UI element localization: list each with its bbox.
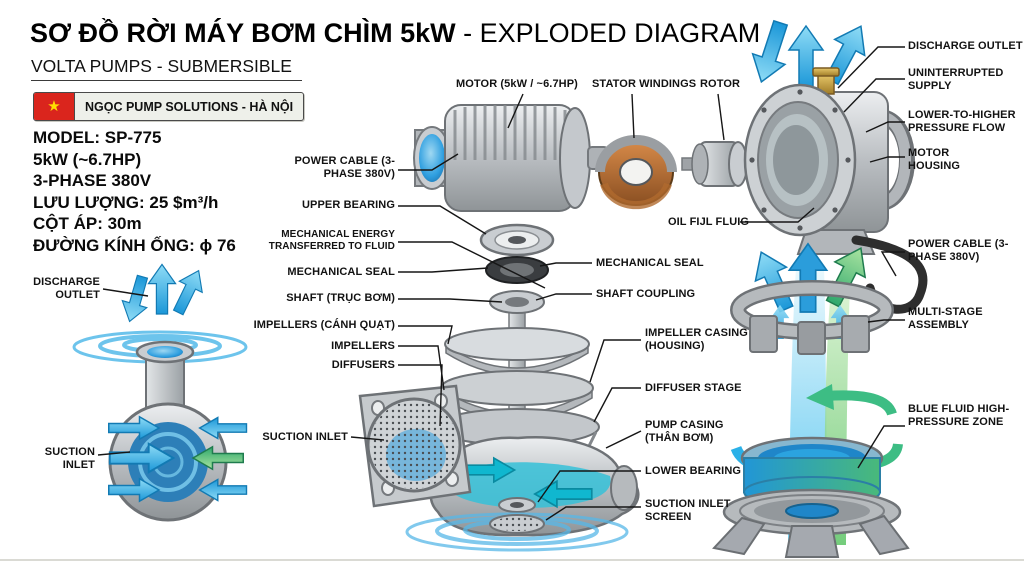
- label-mechanical-seal-left: MECHANICAL SEAL: [287, 266, 395, 278]
- label-oil-fill: OIL FIJL FLUIG: [668, 216, 750, 228]
- motor-illustration: [413, 104, 620, 212]
- spec-phase: 3-PHASE 380V: [33, 171, 152, 191]
- label-rotor: ROTOR: [700, 78, 741, 90]
- label-diffusers: DIFFUSERS: [331, 359, 395, 371]
- spec-power: 5kW (~6.7HP): [33, 149, 142, 169]
- spec-block: MODEL: SP-775 5kW (~6.7HP) 3-PHASE 380V …: [33, 127, 236, 256]
- label-uninterrupted-supply: UNINTERRUPTED SUPPLY: [908, 67, 1004, 92]
- label-motor-housing: MOTOR HOUSING: [908, 147, 961, 172]
- label-power-cable-left: POWER CABLE (3-PHASE 380V): [294, 155, 395, 180]
- label-impellers: IMPELLERS: [331, 340, 395, 352]
- label-power-cable-right: POWER CABLE (3-PHASE 380V): [908, 238, 1009, 263]
- label-suction-inlet-screen: SUCTION INLET SCREEN: [645, 498, 731, 523]
- label-upper-bearing: UPPER BEARING: [302, 199, 395, 211]
- label-impeller-casing: IMPELLER CASING (HOUSING): [645, 327, 748, 352]
- spec-flow: LƯU LƯỢNG: 25 $m³/h: [33, 192, 219, 212]
- exploded-stack-illustration: [358, 223, 640, 552]
- label-diffuser-stage: DIFFUSER STAGE: [645, 382, 742, 394]
- leader-lines: [97, 46, 905, 521]
- spec-pipe-diameter: ĐƯỜNG KÍNH ỐNG: ϕ 76: [33, 235, 236, 255]
- label-multi-stage-assembly: MULTI-STAGE ASSEMBLY: [908, 306, 983, 331]
- label-blue-fluid-zone: BLUE FLUID HIGH-PRESSURE ZONE: [908, 403, 1010, 428]
- title-light: - EXPLODED DIAGRAM: [455, 18, 761, 48]
- label-inset-discharge-outlet: DISCHARGE OUTLET: [33, 276, 100, 301]
- brand-badge: ★ NGỌC PUMP SOLUTIONS - HÀ NỘI: [33, 92, 305, 121]
- label-motor: MOTOR (5kW / ~6.7HP): [456, 78, 578, 90]
- label-pressure-flow: LOWER-TO-HIGHER PRESSURE FLOW: [908, 109, 1016, 134]
- label-mechanical-energy: MECHANICAL ENERGY TRANSFERRED TO FLUID: [268, 229, 395, 252]
- label-lower-bearing: LOWER BEARING: [645, 465, 742, 477]
- label-suction-inlet-center: SUCTION INLET: [262, 431, 348, 443]
- stator-windings-illustration: [595, 135, 677, 210]
- label-mechanical-seal-right: MECHANICAL SEAL: [596, 257, 704, 269]
- label-stator-windings: STATOR WINDINGS: [592, 78, 697, 90]
- page-subtitle: VOLTA PUMPS - SUBMERSIBLE: [31, 56, 302, 81]
- brand-badge-text: NGỌC PUMP SOLUTIONS - HÀ NỘI: [85, 99, 294, 114]
- label-pump-casing: PUMP CASING (THÂN BƠM): [645, 419, 724, 444]
- inset-pump-illustration: [72, 263, 248, 522]
- page-title: SƠ ĐỒ RỜI MÁY BƠM CHÌM 5kW - EXPLODED DI…: [30, 18, 760, 49]
- motor-housing-illustration: [743, 16, 928, 314]
- label-impellers-vn: IMPELLERS (CÁNH QUẠT): [253, 319, 395, 331]
- label-shaft: SHAFT (TRỤC BƠM): [286, 292, 395, 304]
- vietnam-flag-icon: ★: [34, 93, 75, 120]
- label-inset-suction-inlet: SUCTION INLET: [44, 446, 95, 471]
- label-discharge-outlet: DISCHARGE OUTLET: [908, 40, 1023, 52]
- label-shaft-coupling: SHAFT COUPLING: [596, 288, 696, 300]
- spec-model: MODEL: SP-775: [33, 128, 162, 147]
- multi-stage-column-illustration: [712, 239, 910, 558]
- title-bold: SƠ ĐỒ RỜI MÁY BƠM CHÌM 5kW: [30, 18, 456, 48]
- rotor-illustration: [681, 141, 748, 187]
- spec-head: CỘT ÁP: 30m: [33, 214, 142, 234]
